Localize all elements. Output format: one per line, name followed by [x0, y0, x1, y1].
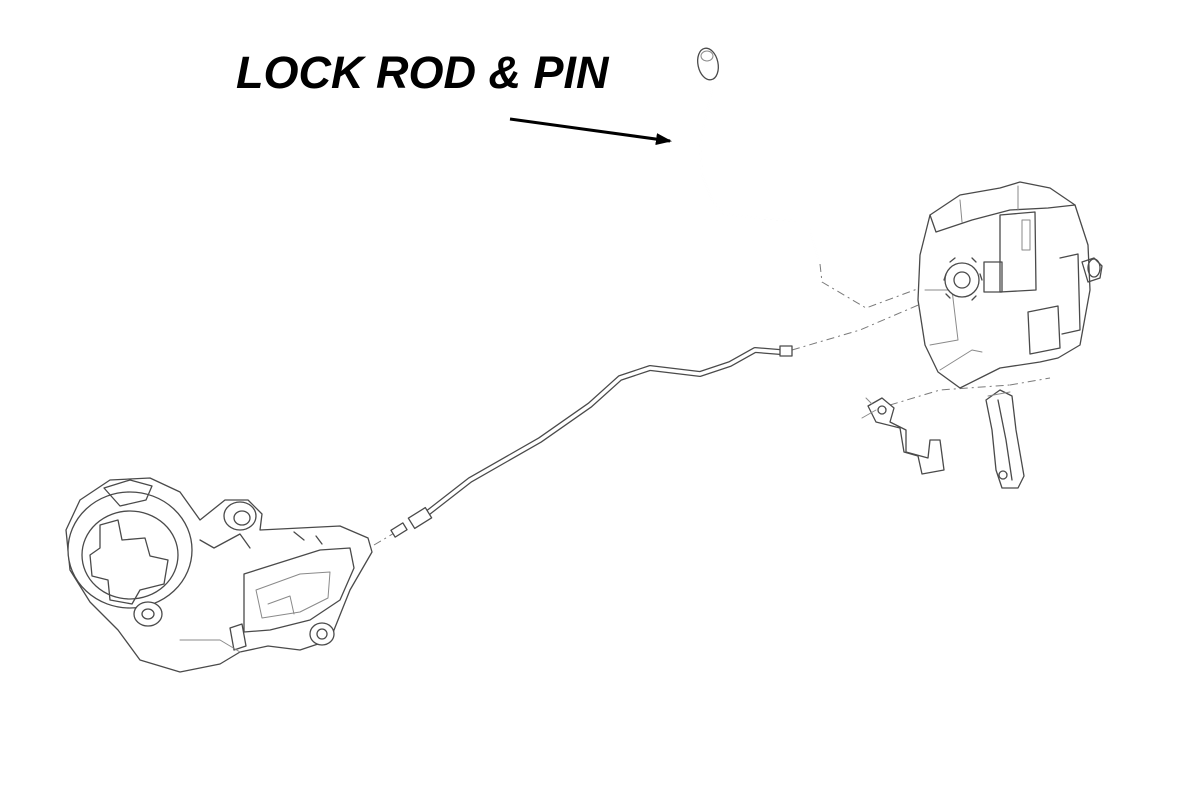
lock-rod [697, 47, 819, 259]
assembly-guide-lines [373, 263, 1051, 546]
lock-rod-pin-label: LOCK ROD & PIN [236, 47, 609, 98]
latch-bracket [861, 397, 945, 475]
outer-door-handle-assembly [65, 477, 373, 673]
callout-arrow [509, 117, 672, 146]
handle-bezel-ring [67, 491, 193, 609]
lock-pin-knob [697, 47, 719, 81]
latch-gear [944, 262, 980, 298]
lock-cable [390, 345, 793, 538]
door-latch-assembly [917, 181, 1103, 389]
cable-end-fitting [779, 345, 793, 357]
actuator-lever [985, 389, 1025, 489]
cable-ferrule [407, 506, 433, 530]
